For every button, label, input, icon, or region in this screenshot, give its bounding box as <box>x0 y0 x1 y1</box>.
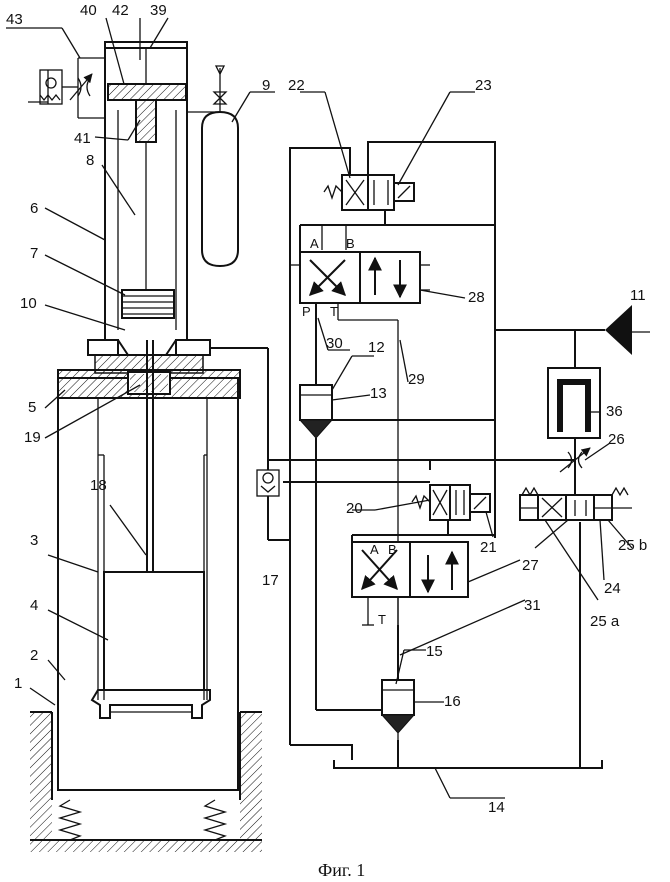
label-36: 36 <box>606 403 623 420</box>
cylinder-head <box>57 354 241 399</box>
label-21: 21 <box>480 539 497 556</box>
piston-4 <box>90 571 211 719</box>
label-27: 27 <box>522 557 539 574</box>
port-t-27: T <box>378 612 386 627</box>
label-18: 18 <box>90 477 107 494</box>
label-10: 10 <box>20 295 37 312</box>
label-39: 39 <box>150 2 167 19</box>
label-42: 42 <box>112 2 129 19</box>
piping-left <box>210 347 290 541</box>
label-7: 7 <box>30 245 38 262</box>
label-26: 26 <box>608 431 625 448</box>
label-9: 9 <box>262 77 270 94</box>
label-8: 8 <box>86 152 94 169</box>
label-1: 1 <box>14 675 22 692</box>
port-b-28: B <box>346 236 355 251</box>
label-16: 16 <box>444 693 461 710</box>
leader-lines <box>6 17 650 799</box>
port-a-27: A <box>370 542 379 557</box>
throttle-26 <box>559 447 591 473</box>
label-12: 12 <box>368 339 385 356</box>
label-23: 23 <box>475 77 492 94</box>
figure-caption: Фиг. 1 <box>318 860 365 880</box>
label-4: 4 <box>30 597 38 614</box>
label-19: 19 <box>24 429 41 446</box>
label-20: 20 <box>346 500 363 517</box>
throttle-43 <box>39 57 105 119</box>
label-28: 28 <box>468 289 485 306</box>
label-25a: 25 a <box>590 613 620 630</box>
pump-13 <box>298 384 334 439</box>
port-p-28: P <box>302 304 311 319</box>
label-31: 31 <box>524 597 541 614</box>
label-24: 24 <box>604 580 621 597</box>
top-piston <box>107 48 187 290</box>
piston-7 <box>121 289 175 319</box>
label-17: 17 <box>262 572 279 589</box>
label-13: 13 <box>370 385 387 402</box>
label-11: 11 <box>630 287 646 304</box>
component-36 <box>547 367 601 439</box>
label-5: 5 <box>28 399 36 416</box>
port-a-28: A <box>310 236 319 251</box>
label-40: 40 <box>80 2 97 19</box>
accumulator-9 <box>187 65 239 268</box>
port-t-28: T <box>330 304 338 319</box>
label-22: 22 <box>288 77 305 94</box>
label-29: 29 <box>408 371 425 388</box>
label-43: 43 <box>6 11 23 28</box>
valve-24 <box>519 486 632 521</box>
label-14: 14 <box>488 799 505 816</box>
ground <box>30 711 262 852</box>
valve-22 <box>323 174 415 211</box>
label-25b: 25 b <box>618 537 647 554</box>
hydraulic-lines <box>268 141 605 768</box>
valve-20 <box>411 484 491 521</box>
label-15: 15 <box>426 643 443 660</box>
label-30: 30 <box>326 335 343 352</box>
valve-27 <box>351 541 469 626</box>
port-b-27: B <box>388 542 397 557</box>
springs <box>57 799 228 841</box>
valve-28 <box>290 251 430 304</box>
accumulator-11 <box>605 305 632 355</box>
label-41: 41 <box>74 130 91 147</box>
tank-14 <box>333 760 603 769</box>
label-6: 6 <box>30 200 38 217</box>
rod-18 <box>146 340 154 572</box>
upper-cylinder <box>87 41 211 356</box>
label-3: 3 <box>30 532 38 549</box>
label-2: 2 <box>30 647 38 664</box>
pump-16 <box>380 679 416 740</box>
